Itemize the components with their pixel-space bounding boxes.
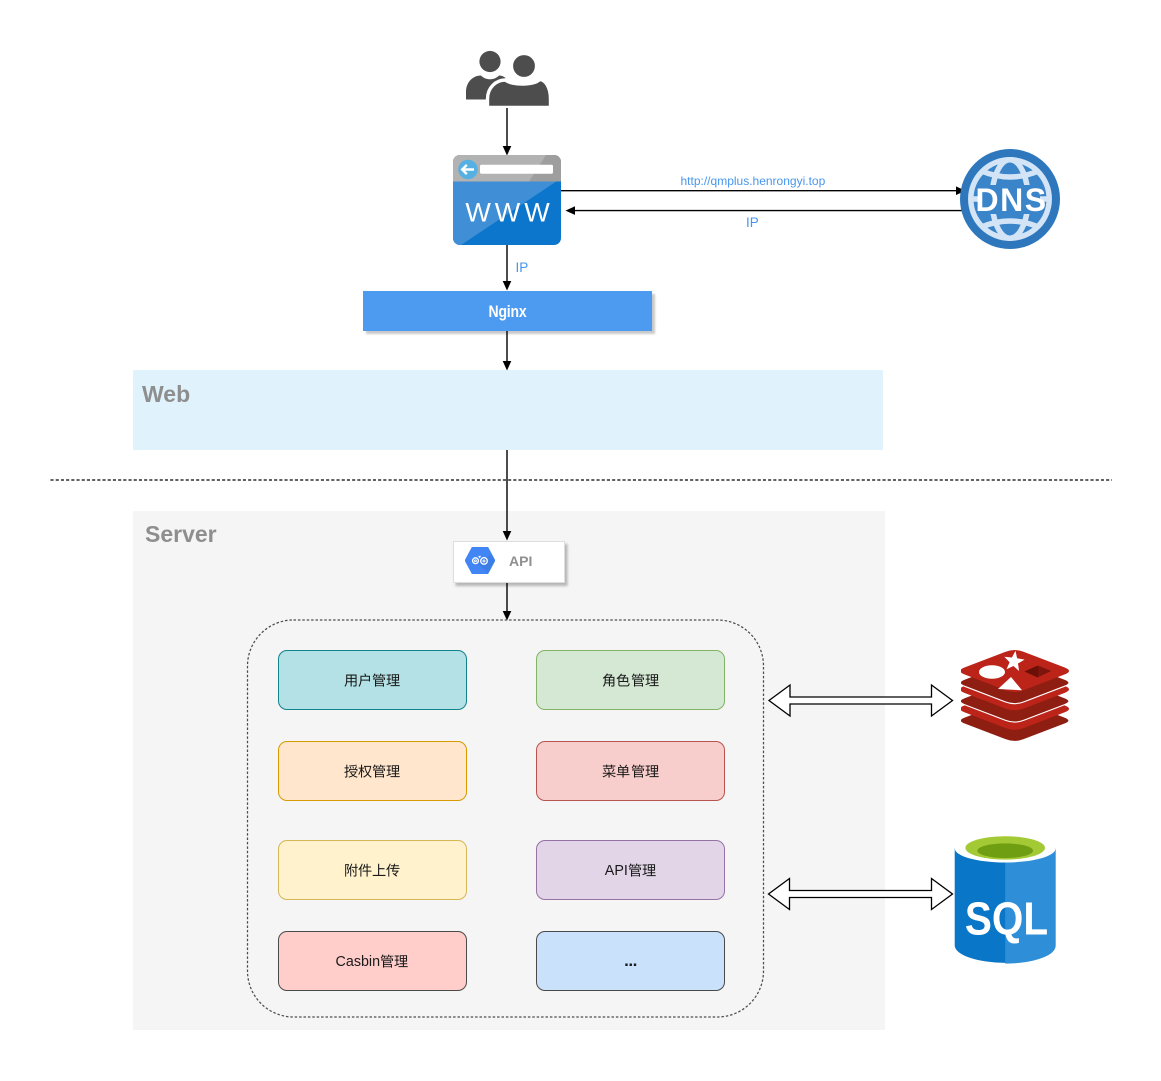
svg-text:WWW: WWW: [465, 198, 553, 228]
svg-text:DNS: DNS: [975, 182, 1047, 218]
svg-text:SQL: SQL: [965, 894, 1048, 945]
